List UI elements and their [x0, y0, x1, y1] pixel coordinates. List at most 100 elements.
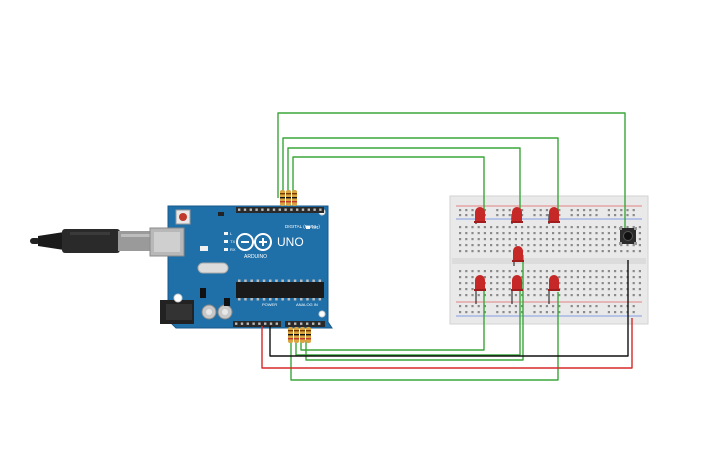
breadboard-hole[interactable]	[607, 226, 610, 229]
breadboard-hole[interactable]	[490, 238, 493, 241]
breadboard-hole[interactable]	[583, 288, 586, 291]
resistor-icon[interactable]	[286, 190, 291, 206]
breadboard-hole[interactable]	[545, 294, 548, 297]
breadboard-hole[interactable]	[502, 238, 505, 241]
breadboard-hole[interactable]	[614, 214, 617, 217]
breadboard-hole[interactable]	[545, 270, 548, 273]
breadboard-hole[interactable]	[614, 232, 617, 235]
breadboard-hole[interactable]	[620, 276, 623, 279]
breadboard-hole[interactable]	[601, 288, 604, 291]
header-pin[interactable]	[312, 322, 315, 325]
breadboard-hole[interactable]	[595, 226, 598, 229]
breadboard-hole[interactable]	[465, 311, 468, 314]
breadboard-hole[interactable]	[533, 250, 536, 253]
breadboard-hole[interactable]	[465, 294, 468, 297]
breadboard-hole[interactable]	[477, 294, 480, 297]
led-icon[interactable]	[512, 246, 524, 262]
breadboard-hole[interactable]	[521, 226, 524, 229]
breadboard-hole[interactable]	[465, 238, 468, 241]
breadboard-hole[interactable]	[496, 294, 499, 297]
breadboard-hole[interactable]	[589, 250, 592, 253]
breadboard-hole[interactable]	[496, 305, 499, 308]
breadboard-hole[interactable]	[465, 250, 468, 253]
breadboard-hole[interactable]	[638, 288, 641, 291]
wire-green[interactable]	[282, 137, 559, 214]
breadboard-hole[interactable]	[508, 305, 511, 308]
wire-green[interactable]	[290, 292, 559, 381]
breadboard-hole[interactable]	[539, 244, 542, 247]
led-icon[interactable]	[548, 275, 560, 291]
breadboard-hole[interactable]	[521, 209, 524, 212]
breadboard-hole[interactable]	[595, 276, 598, 279]
breadboard-hole[interactable]	[521, 238, 524, 241]
breadboard-hole[interactable]	[620, 250, 623, 253]
breadboard-hole[interactable]	[502, 276, 505, 279]
breadboard-hole[interactable]	[514, 270, 517, 273]
breadboard-hole[interactable]	[465, 226, 468, 229]
header-pin[interactable]	[264, 322, 267, 325]
wire-green[interactable]	[300, 290, 485, 351]
breadboard-hole[interactable]	[583, 214, 586, 217]
breadboard-hole[interactable]	[514, 226, 517, 229]
breadboard-hole[interactable]	[459, 294, 462, 297]
header-pin[interactable]	[306, 322, 309, 325]
breadboard-hole[interactable]	[632, 250, 635, 253]
breadboard-hole[interactable]	[483, 209, 486, 212]
breadboard-hole[interactable]	[607, 214, 610, 217]
breadboard-hole[interactable]	[483, 294, 486, 297]
breadboard-hole[interactable]	[564, 250, 567, 253]
breadboard-hole[interactable]	[620, 305, 623, 308]
breadboard-hole[interactable]	[589, 214, 592, 217]
header-pin[interactable]	[288, 322, 291, 325]
breadboard-hole[interactable]	[527, 238, 530, 241]
breadboard-hole[interactable]	[533, 270, 536, 273]
breadboard-hole[interactable]	[558, 311, 561, 314]
breadboard-hole[interactable]	[521, 294, 524, 297]
breadboard-hole[interactable]	[595, 250, 598, 253]
breadboard-hole[interactable]	[477, 270, 480, 273]
breadboard-hole[interactable]	[539, 288, 542, 291]
breadboard-hole[interactable]	[558, 226, 561, 229]
breadboard-hole[interactable]	[514, 305, 517, 308]
breadboard-hole[interactable]	[595, 294, 598, 297]
breadboard-hole[interactable]	[527, 226, 530, 229]
breadboard-hole[interactable]	[483, 250, 486, 253]
breadboard-hole[interactable]	[521, 305, 524, 308]
breadboard-hole[interactable]	[490, 288, 493, 291]
breadboard-hole[interactable]	[632, 209, 635, 212]
resistor-icon[interactable]	[294, 327, 299, 343]
breadboard-hole[interactable]	[490, 244, 493, 247]
header-pin[interactable]	[269, 322, 273, 325]
wire-red[interactable]	[261, 318, 633, 369]
breadboard-hole[interactable]	[595, 214, 598, 217]
breadboard-hole[interactable]	[545, 282, 548, 285]
breadboard-hole[interactable]	[601, 270, 604, 273]
header-pin[interactable]	[278, 208, 281, 211]
breadboard-hole[interactable]	[570, 226, 573, 229]
breadboard-hole[interactable]	[471, 238, 474, 241]
resistor-icon[interactable]	[306, 327, 311, 343]
breadboard-hole[interactable]	[521, 311, 524, 314]
breadboard-hole[interactable]	[558, 232, 561, 235]
led-icon[interactable]	[474, 207, 486, 223]
breadboard-hole[interactable]	[477, 232, 480, 235]
breadboard-hole[interactable]	[471, 276, 474, 279]
breadboard-hole[interactable]	[496, 250, 499, 253]
header-pin[interactable]	[238, 208, 241, 211]
breadboard-hole[interactable]	[589, 311, 592, 314]
breadboard-hole[interactable]	[632, 244, 635, 247]
breadboard-hole[interactable]	[465, 232, 468, 235]
breadboard-hole[interactable]	[632, 270, 635, 273]
breadboard-hole[interactable]	[595, 311, 598, 314]
breadboard-hole[interactable]	[539, 270, 542, 273]
breadboard-hole[interactable]	[570, 270, 573, 273]
breadboard-hole[interactable]	[459, 282, 462, 285]
header-pin[interactable]	[267, 208, 270, 211]
breadboard-hole[interactable]	[583, 270, 586, 273]
breadboard-hole[interactable]	[539, 311, 542, 314]
breadboard-hole[interactable]	[601, 250, 604, 253]
breadboard-hole[interactable]	[564, 288, 567, 291]
breadboard-hole[interactable]	[508, 270, 511, 273]
breadboard-hole[interactable]	[583, 238, 586, 241]
header-pin[interactable]	[235, 322, 238, 325]
